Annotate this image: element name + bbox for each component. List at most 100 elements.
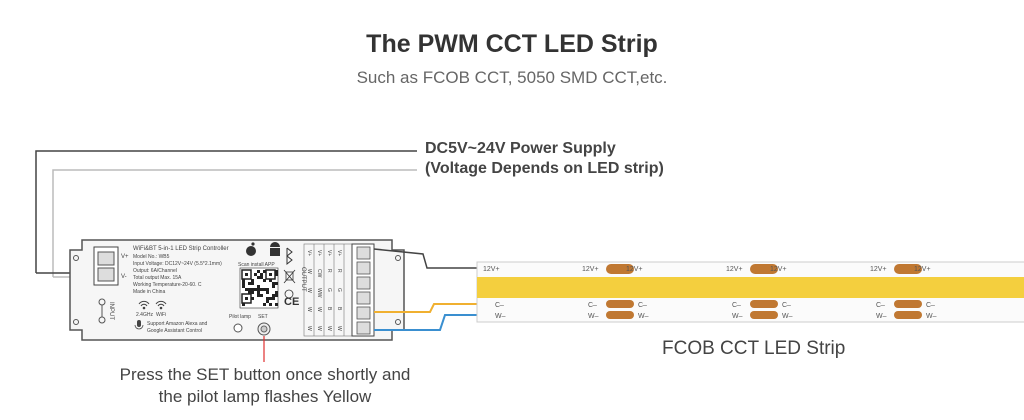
spec-line: Input Voltage: DC12V~24V (5.5*2.1mm): [133, 261, 222, 267]
pad-label: C–: [876, 302, 885, 309]
pad-label: C–: [926, 302, 935, 309]
strip-label: FCOB CCT LED Strip: [662, 338, 846, 359]
output-cell: CW: [316, 269, 322, 278]
output-cell: W: [306, 288, 312, 293]
spec-line: Made in China: [133, 289, 165, 295]
input-terminal-vminus: V-: [121, 274, 127, 280]
pad-label: W–: [876, 313, 887, 320]
microphone-icon: [134, 320, 144, 330]
output-cell: W: [316, 307, 322, 312]
power-wire-negative: [52, 169, 417, 277]
pad-label: 12V+: [914, 266, 931, 273]
scan-text: Scan install APP: [238, 262, 275, 268]
pad-label: C–: [495, 302, 504, 309]
output-cell: W: [306, 269, 312, 274]
spec-line: Total output Max. 15A: [133, 275, 182, 281]
pad-label: 12V+: [726, 266, 743, 273]
solder-pad: [606, 264, 634, 274]
pad-label: 12V+: [626, 266, 643, 273]
controller-name: WiFi&BT 5-in-1 LED Strip Controller: [133, 246, 229, 252]
pad-label: C–: [638, 302, 647, 309]
output-cell: R: [336, 269, 342, 273]
output-cell: WW: [316, 288, 322, 298]
pad-label: W–: [495, 313, 506, 320]
wire-cold-white: [374, 303, 477, 313]
input-label: INPUT: [108, 302, 114, 320]
output-cell: W: [326, 326, 332, 331]
wifi-band-label: 2.4GHz: [136, 312, 153, 318]
output-cell: W: [316, 326, 322, 331]
output-terminal-slot: [356, 321, 371, 335]
support-text: Google Assistant Control: [147, 328, 202, 334]
power-supply-label: DC5V~24V Power Supply: [425, 140, 616, 157]
pad-label: 12V+: [582, 266, 599, 273]
bluetooth-icon: [286, 247, 293, 266]
output-terminal-slot: [356, 291, 371, 305]
pad-label: C–: [732, 302, 741, 309]
solder-pad: [894, 264, 922, 274]
wire-vplus: [373, 248, 477, 269]
output-label: OUTPUT: [300, 267, 306, 292]
led-strip: 12V+ C– W– 12V+ C– W– 12V+ C– W– 12V+ C– W– 12V+ C– W–…: [476, 261, 1024, 323]
output-cell: W: [336, 326, 342, 331]
weee-bin-icon: [283, 269, 296, 284]
solder-pad: [606, 300, 634, 308]
spec-line: Working Temperature-20-60. C: [133, 282, 202, 288]
ce-mark: CE: [284, 296, 299, 308]
output-cell: V+: [326, 250, 332, 256]
output-cell: B: [326, 307, 332, 311]
power-supply-note: (Voltage Depends on LED strip): [425, 160, 664, 177]
apple-icon: [246, 242, 256, 256]
output-cell: V+: [316, 250, 322, 256]
solder-pad: [894, 300, 922, 308]
wire-warm-white: [374, 314, 477, 331]
instruction-line-1: Press the SET button once shortly and: [119, 365, 411, 384]
output-cell: G: [326, 288, 332, 292]
page-title: The PWM CCT LED Strip: [366, 30, 658, 58]
output-terminal-slot: [356, 246, 371, 260]
pad-label: 12V+: [770, 266, 787, 273]
support-text: Support Amazon Alexa and: [147, 321, 208, 327]
page-subtitle: Such as FCOB CCT, 5050 SMD CCT,etc.: [356, 68, 668, 87]
cob-emitting-surface: [477, 277, 1024, 298]
output-cell: B: [336, 307, 342, 311]
power-wire-positive: [35, 150, 417, 273]
recycle-icon: [284, 289, 294, 299]
pad-label: W–: [732, 313, 743, 320]
solder-pad: [606, 311, 634, 319]
qr-code: [239, 267, 279, 309]
output-cell: W: [306, 326, 312, 331]
pad-label: W–: [782, 313, 793, 320]
input-terminal-vplus: V+: [121, 254, 129, 260]
controller-unit: V+ V- INPUT WiFi&BT 5-in-1 LED Strip Con…: [69, 239, 405, 341]
pilot-lamp: [233, 323, 243, 333]
solder-pad: [750, 300, 778, 308]
output-cell: V+: [306, 250, 312, 256]
solder-pad: [750, 264, 778, 274]
pad-label: W–: [588, 313, 599, 320]
output-terminal-slot: [356, 306, 371, 320]
wifi-icon: [138, 300, 167, 310]
output-cell: G: [336, 288, 342, 292]
solder-pad: [750, 311, 778, 319]
spec-line: Output: 6A/Channel: [133, 268, 177, 274]
output-terminal-slot: [356, 276, 371, 290]
spec-line: Model No.: WB5: [133, 254, 170, 260]
android-icon: [270, 242, 280, 256]
instruction-note: Press the SET button once shortly and th…: [100, 364, 430, 408]
pad-label: C–: [588, 302, 597, 309]
pilot-lamp-label: Pilot lamp: [229, 314, 251, 320]
pad-label: 12V+: [483, 266, 500, 273]
output-terminal-slot: [356, 261, 371, 275]
set-label: SET: [258, 314, 268, 320]
solder-pad: [894, 311, 922, 319]
pad-label: 12V+: [870, 266, 887, 273]
output-cell: R: [326, 269, 332, 273]
instruction-line-2: the pilot lamp flashes Yellow: [158, 387, 372, 406]
output-cell: W: [306, 307, 312, 312]
pad-label: C–: [782, 302, 791, 309]
pad-label: W–: [638, 313, 649, 320]
pad-label: W–: [926, 313, 937, 320]
